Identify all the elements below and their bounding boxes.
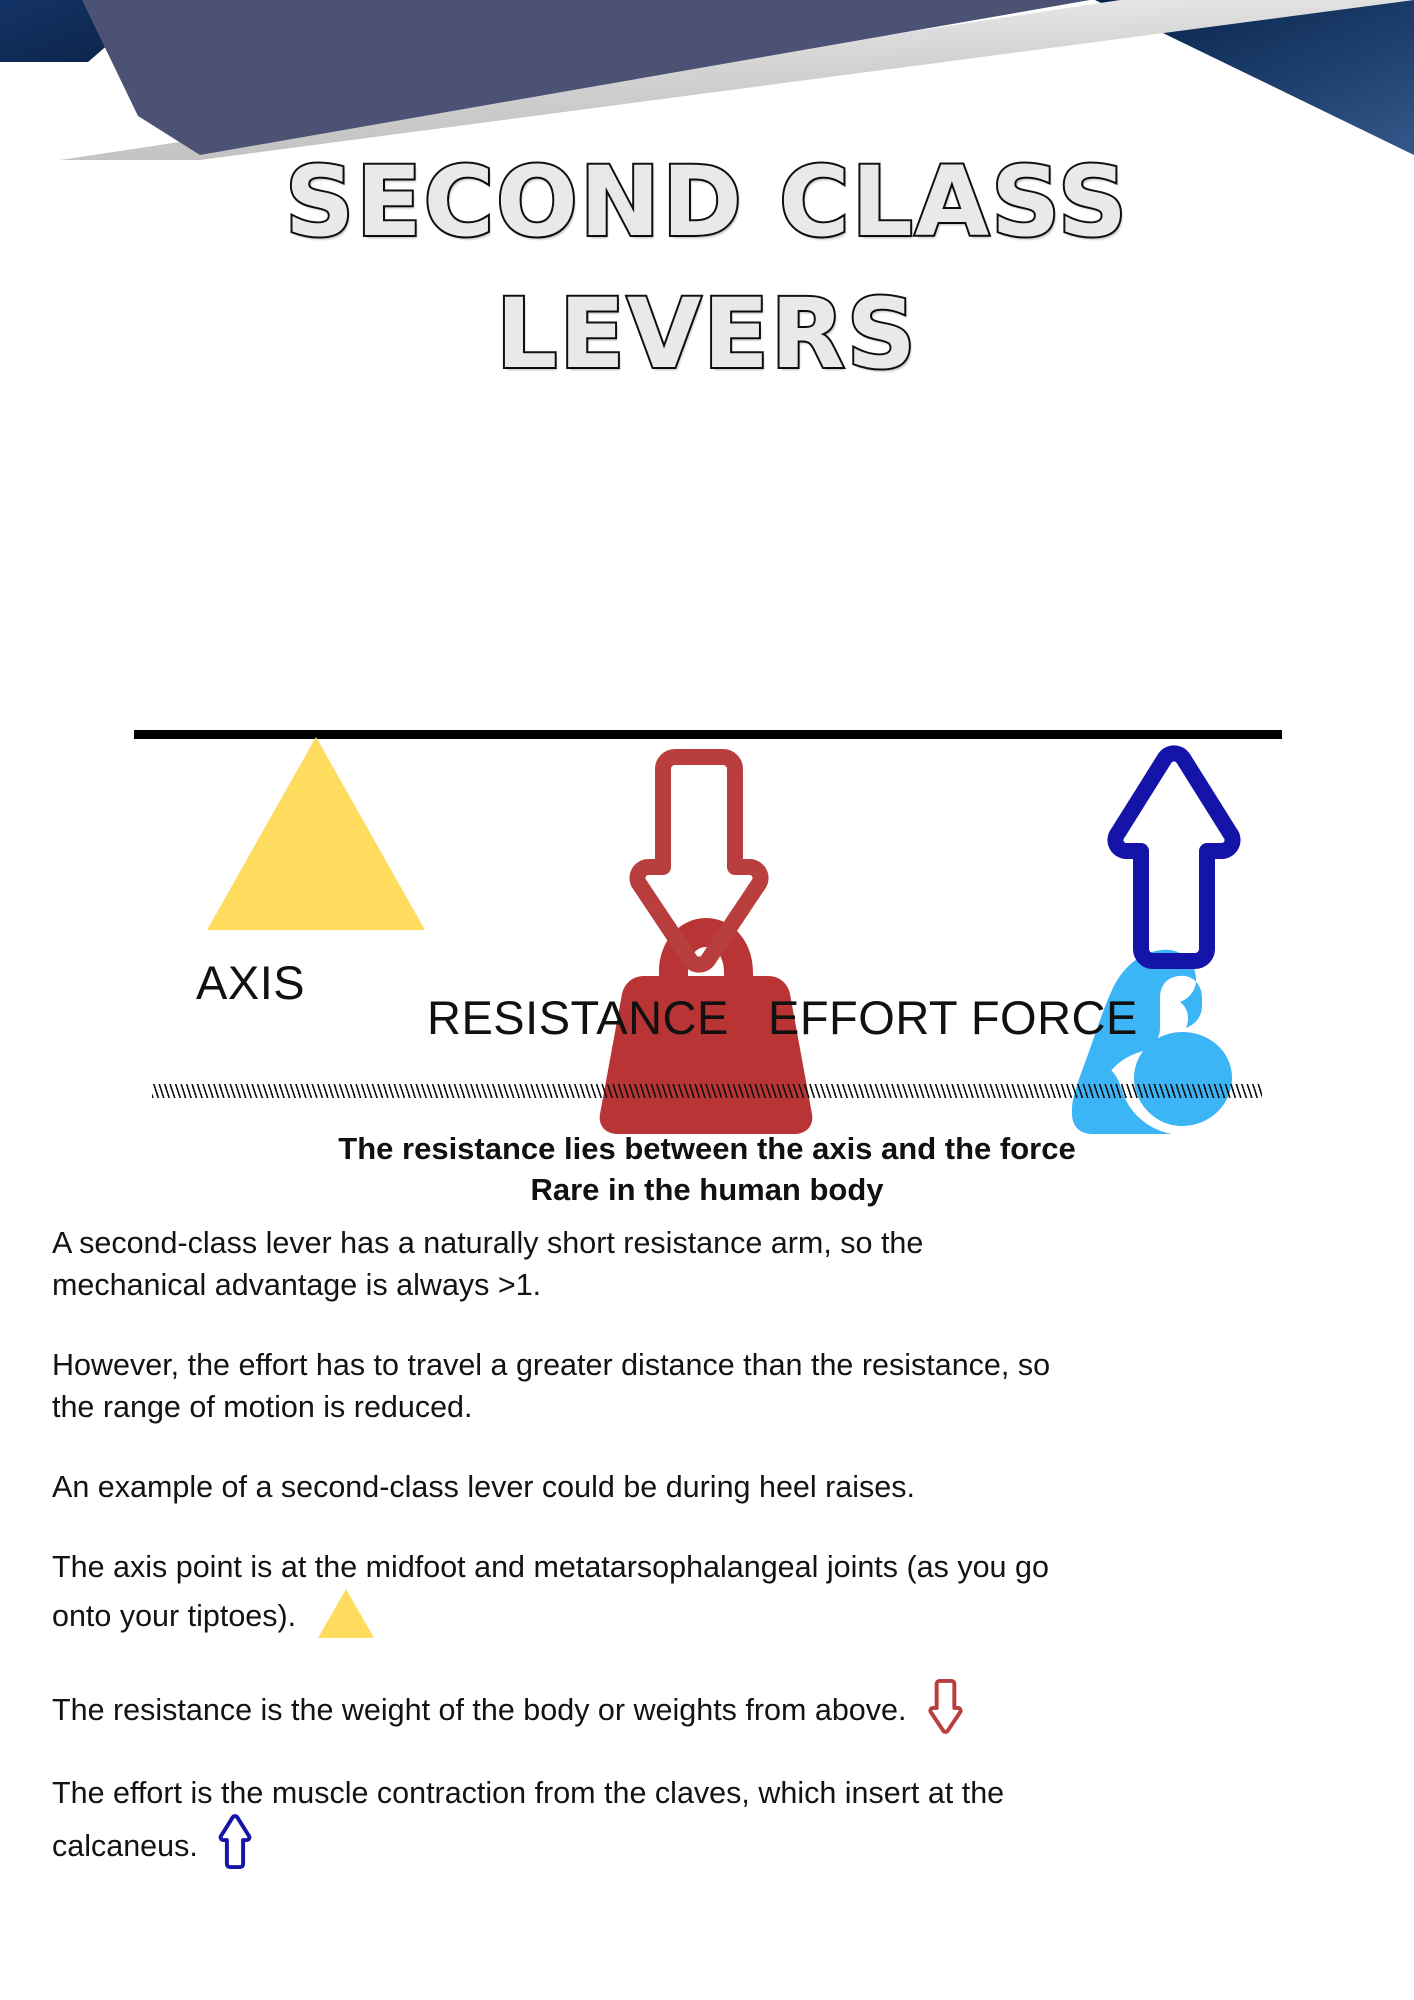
paragraph-axis-point: The axis point is at the midfoot and met… (52, 1546, 1062, 1640)
title-line-1: SECOND CLASS (283, 144, 1130, 260)
effort-up-arrow-icon-inline (218, 1814, 252, 1870)
subtitle-line-1: The resistance lies between the axis and… (338, 1131, 1076, 1166)
page-title: SECOND CLASS LEVERS (0, 136, 1414, 400)
corner-shape-left-navy-block (0, 0, 160, 62)
resistance-down-arrow-icon-inline (927, 1678, 964, 1734)
diagram-label-effort-force: EFFORT FORCE (768, 991, 1138, 1044)
paragraph-text: However, the effort has to travel a grea… (52, 1348, 1051, 1424)
title-line-2: LEVERS (494, 276, 918, 392)
corner-shape-right-navy (1095, 0, 1414, 155)
diagram-label-resistance: RESISTANCE (427, 991, 729, 1044)
section-divider (152, 1084, 1262, 1098)
paragraph-mechanical-advantage: A second-class lever has a naturally sho… (52, 1222, 1062, 1306)
corner-shape-left-navy (0, 0, 120, 62)
paragraph-range-of-motion: However, the effort has to travel a grea… (52, 1344, 1062, 1428)
paragraph-text: An example of a second-class lever could… (52, 1470, 915, 1504)
fulcrum-triangle-icon (205, 735, 427, 932)
paragraph-resistance-weight: The resistance is the weight of the body… (52, 1678, 1062, 1734)
paragraph-text: The resistance is the weight of the body… (52, 1693, 907, 1727)
paragraph-text: A second-class lever has a naturally sho… (52, 1226, 924, 1302)
diagram-label-axis: AXIS (196, 956, 306, 1009)
flexed-bicep-icon (1044, 946, 1234, 1136)
subtitle-line-2: Rare in the human body (530, 1172, 884, 1207)
paragraph-text: The effort is the muscle contraction fro… (52, 1776, 1005, 1863)
body-copy: A second-class lever has a naturally sho… (52, 1222, 1062, 1870)
subtitle-block: The resistance lies between the axis and… (0, 1128, 1414, 1210)
effort-up-arrow-icon (1107, 745, 1241, 973)
fulcrum-triangle-icon-inline (317, 1588, 375, 1640)
corner-shape-slate-ribbon (82, 0, 1090, 155)
resistance-down-arrow-icon (629, 745, 769, 973)
paragraph-effort-muscle: The effort is the muscle contraction fro… (52, 1772, 1062, 1870)
paragraph-heel-raise-example: An example of a second-class lever could… (52, 1466, 1062, 1508)
paragraph-text: The axis point is at the midfoot and met… (52, 1550, 1049, 1633)
lever-bar (134, 730, 1282, 739)
